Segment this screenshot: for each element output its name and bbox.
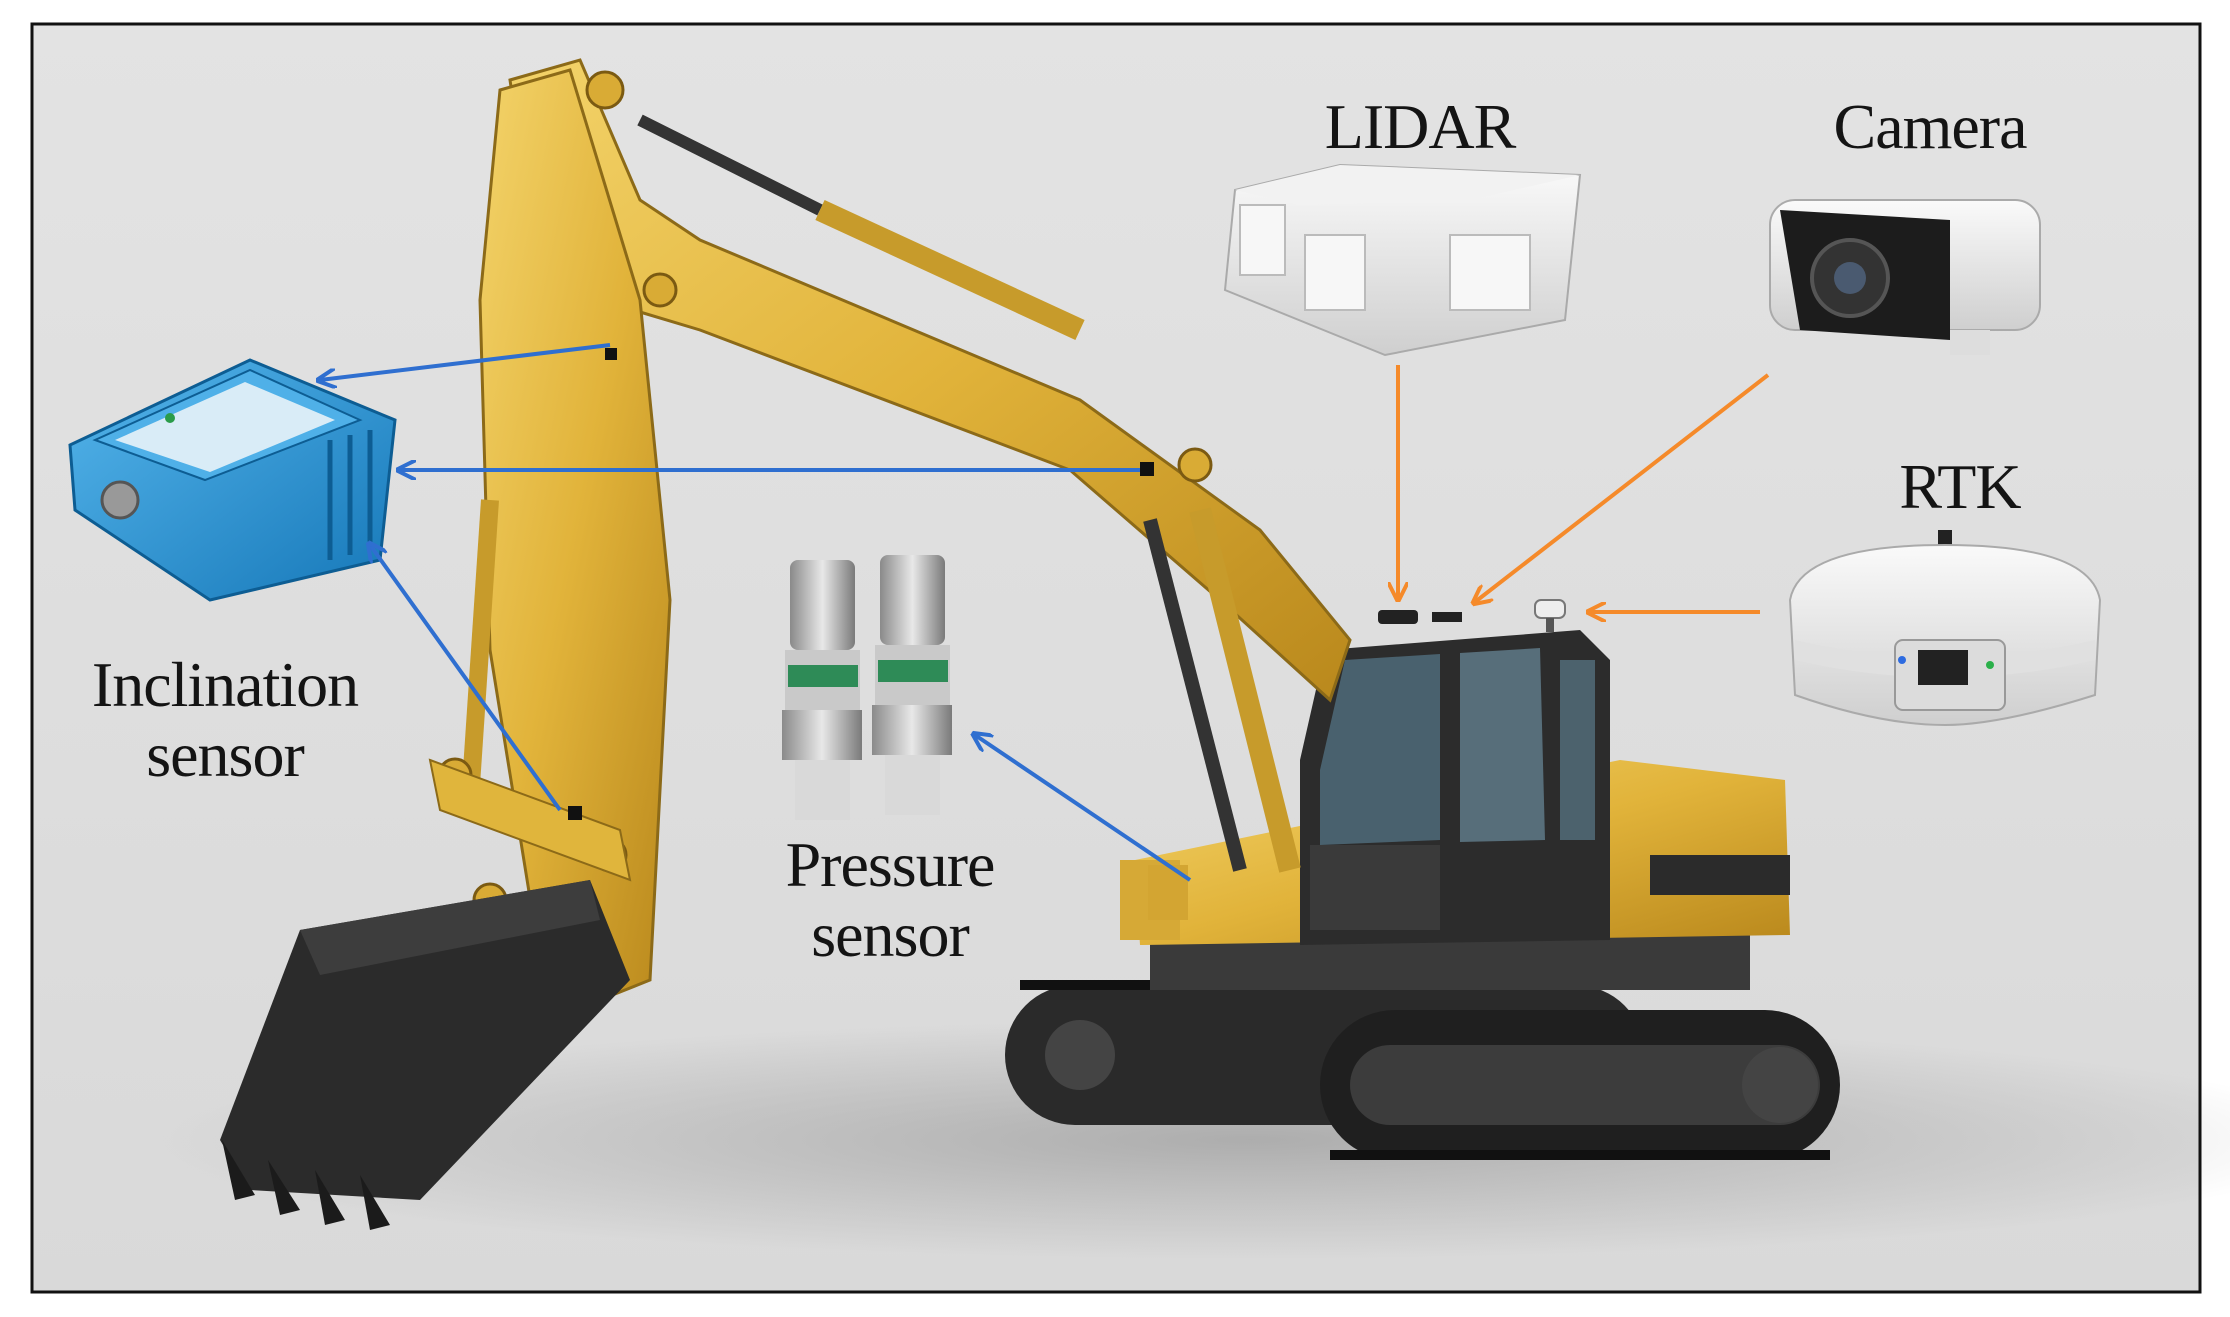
pressure-sensor-label: Pressure sensor [740, 830, 1040, 970]
arrow-boom-to-inclination [320, 343, 611, 380]
rtk-device [1788, 530, 2102, 727]
arrow-camera-to-roof [1475, 373, 1770, 602]
pressure-sensor-device [782, 555, 952, 820]
inclination-sensor-device [68, 358, 397, 602]
rtk-label: RTK [1899, 451, 2021, 522]
camera-device [1769, 199, 2041, 355]
inclination-label-line2: sensor [146, 719, 305, 790]
arrow-pump-to-pressure [975, 735, 1192, 882]
diagram-frame [30, 22, 2202, 1294]
sensor-arrows [320, 343, 1770, 882]
inclination-label-line1: Inclination [91, 649, 359, 720]
excavator [220, 58, 1840, 1230]
pressure-label-line2: sensor [811, 899, 970, 970]
arrow-arm-to-inclination [370, 545, 562, 812]
inclination-sensor-label: Inclination sensor [55, 650, 395, 790]
lidar-device [1223, 163, 1582, 357]
pressure-label-line1: Pressure [785, 829, 996, 900]
lidar-label: LIDAR [1324, 91, 1517, 162]
camera-label: Camera [1833, 91, 2028, 162]
